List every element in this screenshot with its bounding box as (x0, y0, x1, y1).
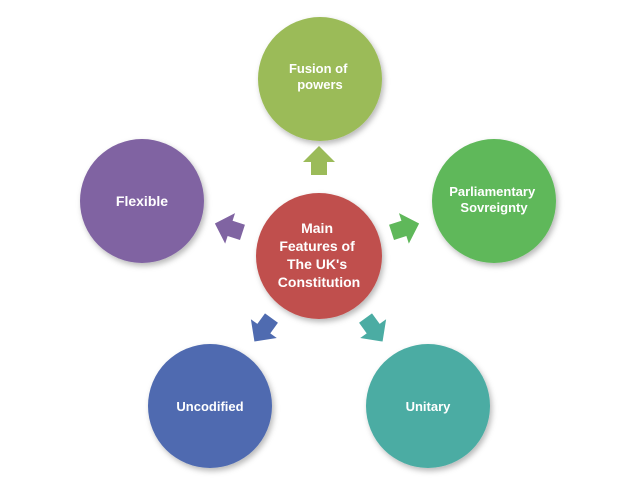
node-flexible: Flexible (80, 139, 204, 263)
node-label: Flexible (116, 193, 168, 209)
center-circle (256, 193, 382, 319)
center-label: Main Features of The UK's Constitution (278, 220, 360, 290)
node-uncodified: Uncodified (148, 344, 272, 468)
arrow-to-unitary (359, 313, 387, 342)
node-label: Uncodified (176, 399, 243, 414)
arrow-to-fusion-of-powers (303, 146, 335, 175)
node-label: Unitary (406, 399, 452, 414)
node-circle (432, 139, 556, 263)
node-circle (258, 17, 382, 141)
node-circle (80, 139, 204, 263)
node-circle (366, 344, 490, 468)
arrows (214, 146, 420, 342)
center-node: Main Features of The UK's Constitution (256, 193, 382, 319)
node-unitary: Unitary (366, 344, 490, 468)
node-label: Fusion of powers (289, 61, 351, 92)
arrow-to-uncodified (250, 313, 278, 342)
node-fusion-of-powers: Fusion of powers (258, 17, 382, 141)
node-parliamentary-sovereignty: Parliamentary Sovreignty (432, 139, 556, 263)
node-circle (148, 344, 272, 468)
arrow-to-flexible (214, 213, 245, 244)
arrow-to-parliamentary-sovereignty (389, 213, 420, 244)
node-label: Parliamentary Sovreignty (449, 184, 539, 215)
